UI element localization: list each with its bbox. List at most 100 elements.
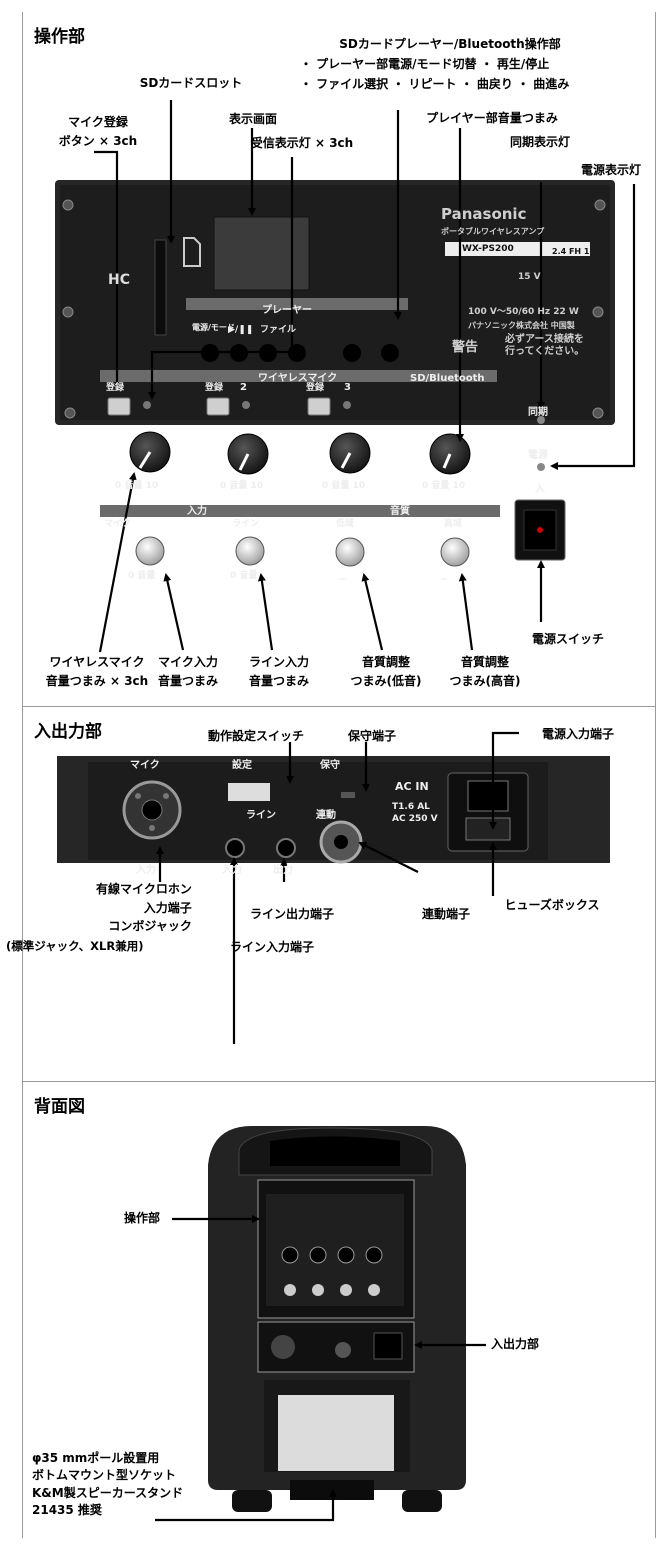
register-label-1: 登録 bbox=[106, 383, 125, 393]
rear-label-plate bbox=[278, 1395, 394, 1471]
io-panel-diagram bbox=[57, 731, 610, 1044]
io-mic-label: マイク bbox=[130, 760, 160, 771]
mic-register-button-2[interactable] bbox=[206, 397, 230, 416]
model-text: WX-PS200 bbox=[462, 244, 514, 254]
register-label-2: 登録 bbox=[205, 383, 224, 393]
io-line-label: ライン bbox=[246, 810, 276, 821]
high-minus: − bbox=[440, 574, 449, 585]
label-mic-in-vol: マイク入力音量つまみ bbox=[157, 655, 219, 688]
tone-low-knob[interactable] bbox=[335, 537, 365, 567]
line-out-jack[interactable] bbox=[276, 838, 296, 858]
vol-scale-4: 0 音量 10 bbox=[422, 481, 466, 491]
mic-in-vol-knob[interactable] bbox=[135, 536, 165, 566]
line-label: ライン bbox=[232, 519, 260, 529]
section-divider bbox=[22, 706, 655, 707]
input-label: 入力 bbox=[187, 506, 207, 517]
page-frame bbox=[22, 12, 656, 1538]
warning-text: 警告 bbox=[452, 340, 479, 355]
label-op-switch: 動作設定スイッチ bbox=[207, 729, 305, 743]
low-label: 低域 bbox=[336, 519, 355, 529]
maker-text: パナソニック株式会社 中国製 bbox=[468, 321, 575, 330]
dip-switch[interactable] bbox=[228, 783, 270, 801]
label-rx-lamp: 受信表示灯 × 3ch bbox=[250, 136, 354, 150]
label-line-out: ライン出力端子 bbox=[249, 907, 335, 921]
dc-rating: 15 V bbox=[518, 272, 541, 282]
line-in-vol-knob[interactable] bbox=[235, 536, 265, 566]
rear-label-stand: φ35 mmポール設置用 ボトムマウント型ソケット K&M製スピーカースタンド … bbox=[32, 1451, 184, 1518]
label-maint: 保守端子 bbox=[347, 729, 397, 743]
mic-register-button-3[interactable] bbox=[307, 397, 331, 416]
ch3-label: 3 bbox=[344, 382, 351, 393]
power-panel-label: 電源 bbox=[528, 450, 548, 461]
label-power-lamp: 電源表示灯 bbox=[580, 163, 642, 177]
band-text: 2.4 FH 1 bbox=[552, 247, 590, 256]
maint-port[interactable] bbox=[341, 792, 355, 798]
ac-rating: 100 V～50/60 Hz 22 W bbox=[468, 307, 579, 317]
label-display: 表示画面 bbox=[228, 112, 278, 126]
io-out-label: 出力 bbox=[273, 865, 293, 876]
io-setting-label: 設定 bbox=[232, 760, 252, 771]
label-tone-low: 音質調整つまみ(低音) bbox=[350, 655, 422, 688]
vol-scale-1: 0 音量 10 bbox=[115, 481, 159, 491]
player-label: プレーヤー bbox=[262, 305, 312, 316]
section-title-control: 操作部 bbox=[34, 27, 85, 47]
play-button-label: ▶/❚❚ bbox=[228, 325, 254, 335]
label-fuse: ヒューズボックス bbox=[504, 898, 600, 912]
label-wireless-vol: ワイヤレスマイク音量つまみ × 3ch bbox=[45, 655, 149, 688]
brand-logo-text: Panasonic bbox=[441, 205, 527, 223]
label-line-in-vol: ライン入力音量つまみ bbox=[248, 655, 310, 688]
label-tone-high: 音質調整つまみ(高音) bbox=[449, 655, 521, 688]
product-line-text: ポータブルワイヤレスアンプ bbox=[441, 227, 545, 236]
label-line-in: ライン入力端子 bbox=[230, 940, 315, 954]
label-sd-slot: SDカードスロット bbox=[139, 76, 243, 90]
label-player-vol: プレイヤー部音量つまみ bbox=[426, 111, 558, 125]
mic-label: マイク bbox=[104, 519, 131, 529]
label-mic-jack: 有線マイクロホン入力端子コンボジャック bbox=[96, 882, 192, 934]
section-divider bbox=[22, 1081, 655, 1082]
sd-bluetooth-label: SD/Bluetooth bbox=[410, 373, 485, 384]
label-sync-lamp: 同期表示灯 bbox=[509, 135, 571, 149]
label-link: 連動端子 bbox=[421, 907, 471, 921]
rear-label-io: 入出力部 bbox=[491, 1337, 540, 1351]
io-maint-label: 保守 bbox=[320, 760, 340, 771]
mode-button-label: 電源/モード bbox=[192, 323, 235, 332]
line-in-scale: 0 音量 bbox=[230, 571, 258, 581]
on-panel-label: 入 bbox=[535, 484, 545, 495]
tone-high-knob[interactable] bbox=[440, 537, 470, 567]
label-sd-bt-title: SDカードプレーヤー/Bluetooth操作部 bbox=[339, 37, 561, 51]
ac-in-label: AC IN bbox=[395, 780, 429, 793]
label-power-switch: 電源スイッチ bbox=[531, 632, 605, 646]
label-power-in: 電源入力端子 bbox=[541, 727, 615, 741]
fuse-box[interactable] bbox=[465, 817, 511, 841]
wireless-mic-label: ワイヤレスマイク bbox=[258, 373, 338, 384]
file-button-label: ファイル bbox=[260, 325, 297, 335]
label-sd-bt-line2: ・ ファイル選択 ・ リピート ・ 曲戻り ・ 曲進み bbox=[300, 77, 570, 91]
rear-label-control: 操作部 bbox=[124, 1211, 161, 1225]
high-label: 高域 bbox=[444, 519, 463, 529]
label-sd-bt-line1: ・ プレーヤー部電源/モード切替 ・ 再生/停止 bbox=[300, 57, 550, 71]
section-title-io: 入出力部 bbox=[34, 722, 102, 742]
io-input-label: 入力 bbox=[136, 865, 156, 876]
sd-logo: HC bbox=[108, 272, 130, 288]
io-in-label: 入力 bbox=[222, 865, 242, 876]
register-label-3: 登録 bbox=[306, 383, 325, 393]
label-mic-jack-note: (標準ジャック、XLR兼用) bbox=[6, 939, 144, 953]
sd-slot[interactable] bbox=[154, 239, 167, 336]
control-panel-diagram bbox=[55, 100, 636, 653]
sync-lamp bbox=[537, 416, 545, 424]
vol-scale-2: 0 音量 10 bbox=[220, 481, 264, 491]
low-minus: − bbox=[338, 574, 347, 585]
label-mic-register: マイク登録ボタン × 3ch bbox=[58, 115, 138, 148]
section-title-rear: 背面図 bbox=[34, 1097, 85, 1117]
warning-detail: 必ずアース接続を行ってください。 bbox=[505, 334, 585, 357]
io-link-label: 連動 bbox=[316, 810, 336, 821]
mic-register-button-1[interactable] bbox=[107, 397, 131, 416]
mic-in-scale: 0 音量 bbox=[128, 571, 156, 581]
display-screen bbox=[213, 216, 310, 291]
ch2-label: 2 bbox=[240, 382, 247, 393]
power-lamp bbox=[537, 463, 545, 471]
vol-scale-3: 0 音量 10 bbox=[322, 481, 366, 491]
sync-panel-label: 同期 bbox=[528, 407, 548, 418]
